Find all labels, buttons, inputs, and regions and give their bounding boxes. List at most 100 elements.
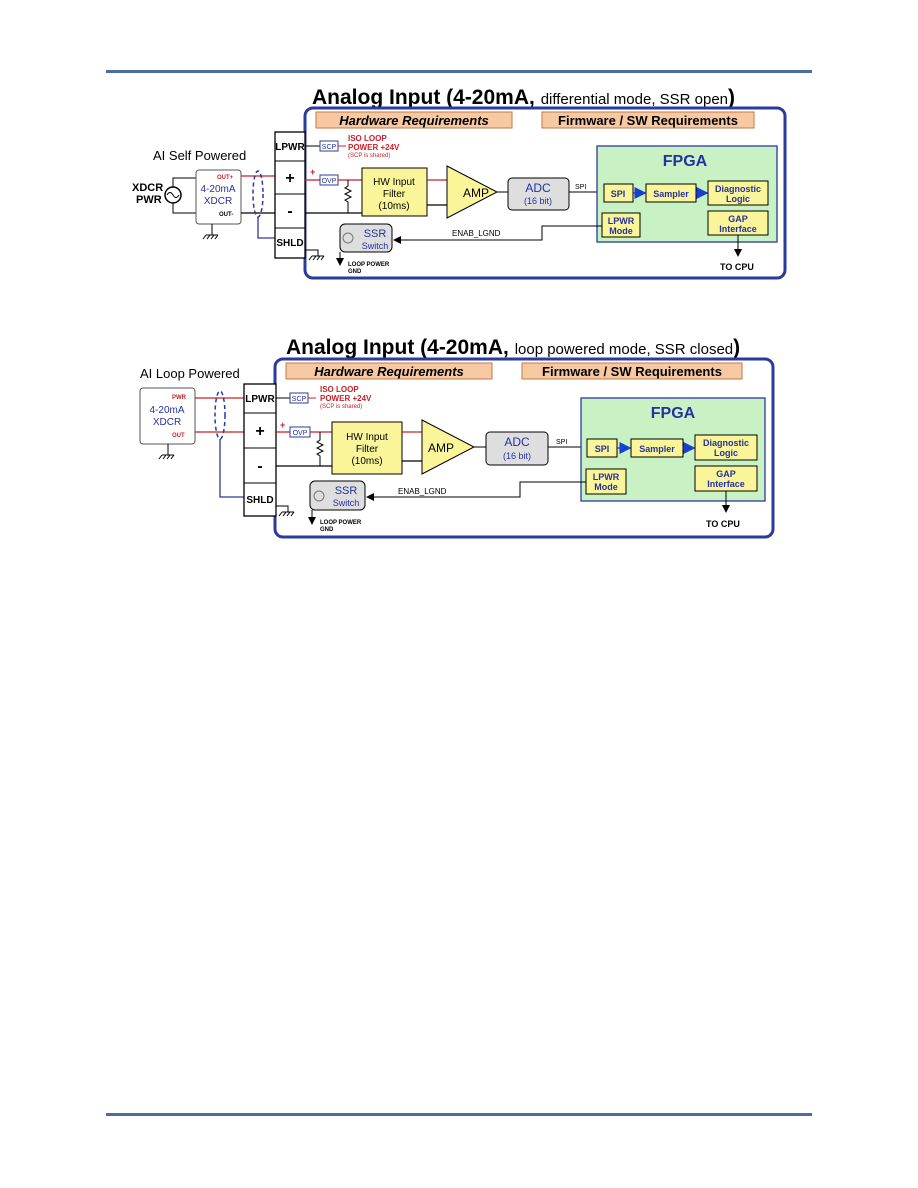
- plus-mark: +: [280, 420, 285, 430]
- terminal-plus: +: [285, 170, 294, 187]
- lpwr-mode-label-1: LPWR: [593, 472, 620, 482]
- xdcr-label-1: 4-20mA: [200, 184, 235, 195]
- ssr-switch-label: Switch: [333, 498, 360, 508]
- lpwr-mode-label-2: Mode: [594, 482, 618, 492]
- hw-req-label: Hardware Requirements: [339, 113, 489, 128]
- filter-label-3: (10ms): [378, 201, 409, 212]
- terminal-shld: SHLD: [276, 238, 303, 249]
- header-rule: [106, 70, 812, 73]
- diagram-title: Analog Input (4-20mA, loop powered mode,…: [286, 336, 740, 359]
- lpwr-mode-block: [601, 212, 641, 238]
- power-24v-label: POWER +24V: [320, 394, 372, 403]
- hw-req-box: [315, 111, 513, 129]
- ovp-label: OVP: [322, 178, 337, 185]
- diagram-loop-powered: Analog Input (4-20mA, loop powered mode,…: [139, 336, 775, 539]
- terminal-block: [274, 131, 306, 259]
- diag-label-2: Logic: [726, 194, 750, 204]
- xdcr-box: [195, 169, 242, 225]
- terminal-minus: -: [257, 458, 262, 475]
- terminal-shld: SHLD: [246, 495, 273, 506]
- to-cpu-label: TO CPU: [706, 519, 740, 529]
- diagram-self-powered: Analog Input (4-20mA, differential mode,…: [132, 86, 787, 280]
- hw-req-box: [285, 362, 493, 380]
- out-plus-label: OUT+: [217, 175, 234, 181]
- hw-filter-block: [361, 167, 428, 217]
- diagnostic-logic-block: [707, 180, 769, 206]
- shield-symbol: [214, 390, 226, 440]
- diagnostic-logic-block: [694, 434, 758, 461]
- ssr-switch-label: Switch: [362, 241, 389, 251]
- gap-label-2: Interface: [707, 479, 745, 489]
- xdcr-label-2: XDCR: [153, 417, 181, 428]
- fw-req-label: Firmware / SW Requirements: [542, 364, 722, 379]
- source-label-1: XDCR: [132, 182, 163, 194]
- iso-loop-label: ISO LOOP: [348, 134, 387, 143]
- adc-block: [507, 177, 570, 211]
- amp-block: [421, 419, 476, 475]
- powered-label: AI Loop Powered: [140, 366, 240, 381]
- filter-label-3: (10ms): [351, 456, 382, 467]
- diag-label-1: Diagnostic: [703, 438, 749, 448]
- sampler-label: Sampler: [653, 189, 689, 199]
- power-24v-label: POWER +24V: [348, 143, 400, 152]
- diag-label-1: Diagnostic: [715, 184, 761, 194]
- scp-shared-label: (SCP is shared): [348, 153, 390, 159]
- adc-label: ADC: [504, 435, 530, 449]
- out-minus-label: OUT-: [219, 212, 233, 218]
- adc-bits-label: (16 bit): [524, 196, 552, 206]
- diag-label-2: Logic: [714, 448, 738, 458]
- fpga-label: FPGA: [663, 153, 708, 170]
- ovp-label: OVP: [293, 430, 308, 437]
- terminal-lpwr: LPWR: [275, 142, 305, 153]
- lpwr-mode-label-1: LPWR: [608, 216, 635, 226]
- scp-label: SCP: [322, 144, 337, 151]
- to-cpu-label: TO CPU: [720, 262, 754, 272]
- gnd-label: GND: [348, 269, 362, 275]
- scp-label: SCP: [292, 396, 307, 403]
- gap-label-1: GAP: [716, 469, 736, 479]
- amp-block: [446, 165, 499, 219]
- filter-label-2: Filter: [383, 189, 406, 200]
- filter-label-1: HW Input: [373, 177, 415, 188]
- gap-label-2: Interface: [719, 224, 757, 234]
- terminal-lpwr: LPWR: [245, 394, 275, 405]
- fpga-label: FPGA: [651, 405, 696, 422]
- xdcr-box: [139, 387, 196, 445]
- gap-interface-block: [707, 210, 769, 236]
- gap-interface-block: [694, 465, 758, 492]
- spi-signal-label: SPI: [575, 184, 586, 191]
- amp-label: AMP: [428, 441, 454, 455]
- footer-rule: [106, 1113, 812, 1116]
- spi-signal-label: SPI: [556, 439, 567, 446]
- plus-mark: +: [310, 167, 315, 177]
- enab-label: ENAB_LGND: [452, 229, 501, 238]
- spi-block-label: SPI: [595, 444, 610, 454]
- loop-power-label: LOOP POWER: [320, 520, 362, 526]
- amp-label: AMP: [463, 186, 489, 200]
- ssr-label: SSR: [364, 228, 387, 240]
- shield-symbol: [252, 170, 264, 218]
- ssr-switch-block: [309, 480, 366, 511]
- ssr-switch-block: [339, 223, 393, 253]
- adc-label: ADC: [525, 181, 551, 195]
- fw-req-box: [541, 111, 755, 129]
- xdcr-label-1: 4-20mA: [149, 405, 184, 416]
- powered-label: AI Self Powered: [153, 148, 246, 163]
- scp-shared-label: (SCP is shared): [320, 404, 362, 410]
- loop-power-label: LOOP POWER: [348, 262, 390, 268]
- source-label-2: PWR: [136, 194, 162, 206]
- terminal-block: [243, 383, 277, 517]
- out-plus-label: PWR: [172, 395, 187, 401]
- filter-label-1: HW Input: [346, 432, 388, 443]
- fw-req-box: [521, 362, 743, 380]
- sampler-label: Sampler: [639, 444, 675, 454]
- filter-label-2: Filter: [356, 444, 379, 455]
- diagram-title: Analog Input (4-20mA, differential mode,…: [312, 86, 735, 109]
- hw-filter-block: [331, 421, 403, 475]
- adc-block: [485, 431, 549, 466]
- hw-req-label: Hardware Requirements: [314, 364, 464, 379]
- gnd-label: GND: [320, 527, 334, 533]
- terminal-plus: +: [255, 423, 264, 440]
- gap-label-1: GAP: [728, 214, 748, 224]
- iso-loop-label: ISO LOOP: [320, 385, 359, 394]
